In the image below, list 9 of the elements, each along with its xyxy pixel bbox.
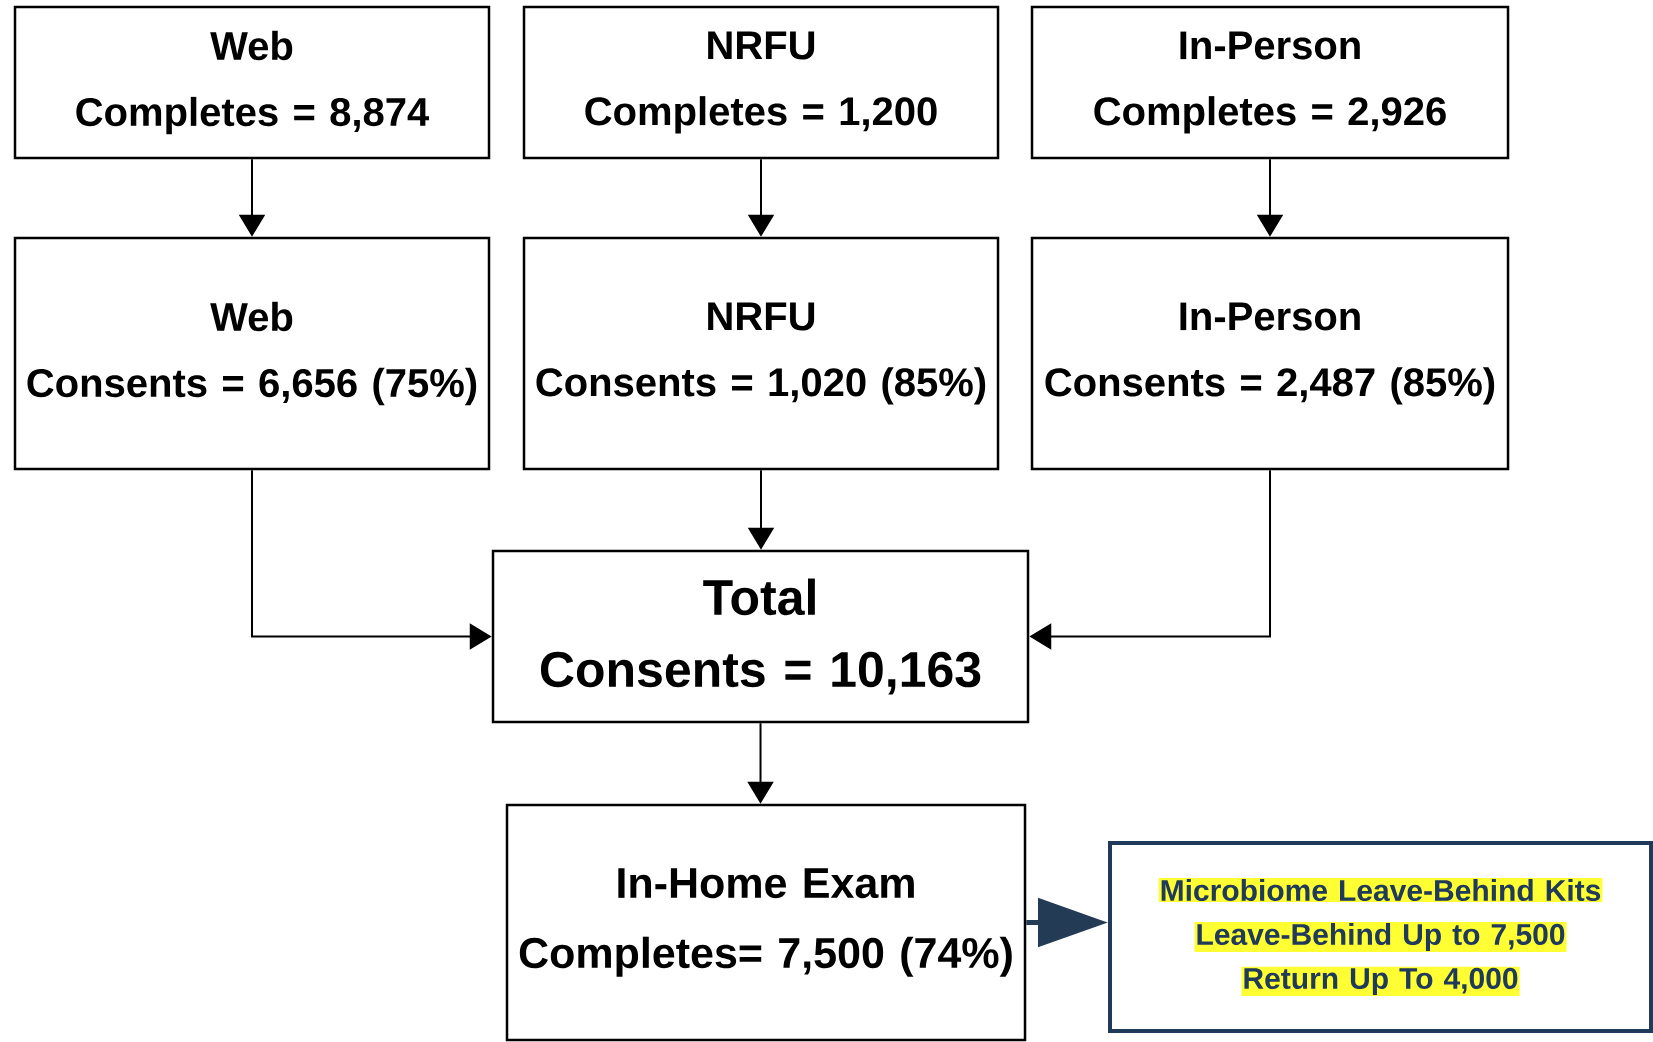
- process-box: Web Completes = 8,874: [13, 5, 491, 160]
- process-box: In-Home Exam Completes= 7,500 (74%): [505, 803, 1027, 1042]
- process-box: Total Consents = 10,163: [491, 549, 1030, 724]
- process-box: NRFU Completes = 1,200: [522, 5, 1000, 160]
- process-box: In-Person Consents = 2,487 (85%): [1030, 236, 1510, 471]
- process-box: Web Consents = 6,656 (75%): [13, 236, 491, 471]
- callout-box: Microbiome Leave-Behind Kits Leave-Behind Up to 7,500 Return Up To 4,000: [1108, 841, 1653, 1033]
- process-box: NRFU Consents = 1,020 (85%): [522, 236, 1000, 471]
- process-box: In-Person Completes = 2,926: [1030, 5, 1510, 160]
